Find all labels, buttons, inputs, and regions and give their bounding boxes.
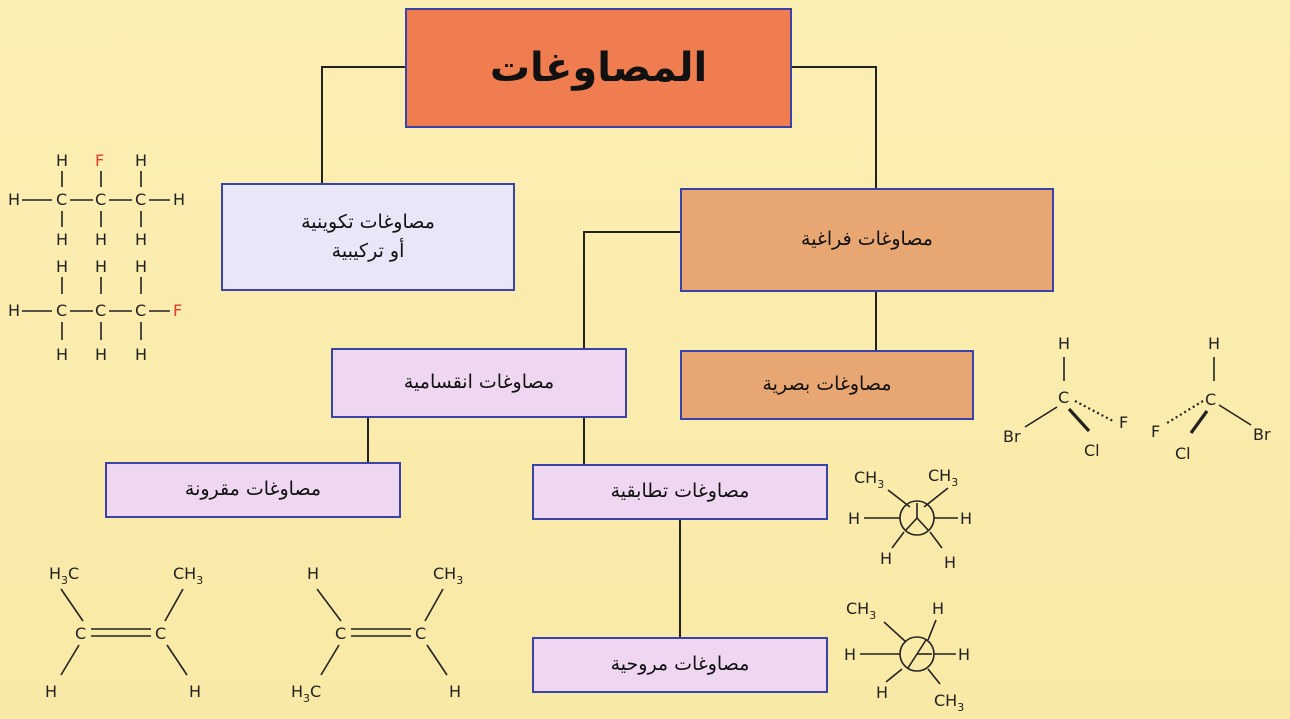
atom-f: F (1119, 413, 1128, 432)
link-root-spatial (792, 66, 877, 188)
atom-f: F (1151, 422, 1160, 441)
atom-ch3: CH3 (854, 468, 884, 491)
cis-trans-isomers-box: مصاوغات مقرونة (105, 462, 401, 518)
atom-c: C (135, 301, 146, 320)
root-title: المصاوغات (489, 45, 708, 91)
atom-c: C (155, 624, 166, 643)
atom-h3c: H3C (291, 682, 321, 705)
atom-h: H (56, 345, 68, 364)
atom-ch3: CH3 (433, 564, 463, 587)
atom-h: H (135, 345, 147, 364)
structure-cis-alkene: H3C CH3 C C H H (45, 564, 203, 701)
conformational-isomers-box: مصاوغات تطابقية (532, 464, 828, 520)
atom-h: H (8, 301, 20, 320)
cis-trans-label: مصاوغات مقرونة (184, 478, 322, 501)
atom-h: H (960, 509, 972, 528)
optical-isomers-box: مصاوغات بصرية (680, 350, 974, 420)
atom-h: H (56, 151, 68, 170)
geometric-label: مصاوغات انقسامية (403, 371, 555, 394)
atom-c: C (56, 301, 67, 320)
atom-h: H (848, 509, 860, 528)
newman-label: مصاوغات مروحية (610, 653, 750, 676)
atom-c: C (135, 190, 146, 209)
atom-br: Br (1003, 427, 1021, 446)
structure-2-fluoropropane: H F H H C C C H H H H (8, 151, 185, 249)
structure-trans-alkene: H CH3 C C H3C H (291, 564, 463, 705)
atom-c: C (1205, 390, 1216, 409)
atom-c: C (95, 190, 106, 209)
atom-h: H (932, 599, 944, 618)
link-root-constitutional (321, 66, 405, 183)
newman-projection-staggered: CH3 H H H H CH3 (844, 599, 970, 714)
atom-f: F (173, 301, 182, 320)
newman-isomers-box: مصاوغات مروحية (532, 637, 828, 693)
atom-ch3: CH3 (173, 564, 203, 587)
atom-c: C (56, 190, 67, 209)
root-isomers-box: المصاوغات (405, 8, 792, 128)
atom-h: H (1058, 334, 1070, 353)
atom-h: H (880, 549, 892, 568)
atom-h: H (958, 645, 970, 664)
atom-cl: Cl (1084, 441, 1100, 460)
atom-cl: Cl (1175, 444, 1191, 463)
atom-ch3: CH3 (846, 599, 876, 622)
atom-c: C (95, 301, 106, 320)
atom-ch3: CH3 (928, 466, 958, 489)
atom-h: H (135, 230, 147, 249)
atom-h3c: H3C (49, 564, 79, 587)
atom-c: C (415, 624, 426, 643)
atom-ch3: CH3 (934, 691, 964, 714)
constitutional-line-2: أو تركيبية (331, 240, 405, 262)
atom-h: H (56, 230, 68, 249)
atom-h: H (95, 345, 107, 364)
atom-h: H (1208, 334, 1220, 353)
link-spatial-geometric (583, 231, 680, 348)
atom-h: H (449, 682, 461, 701)
spatial-label: مصاوغات فراغية (801, 228, 933, 251)
atom-h: H (135, 257, 147, 276)
optical-label: مصاوغات بصرية (762, 373, 892, 396)
geometric-isomers-box: مصاوغات انقسامية (331, 348, 627, 418)
atom-h: H (56, 257, 68, 276)
atom-h: H (8, 190, 20, 209)
atom-h: H (944, 553, 956, 572)
conformational-label: مصاوغات تطابقية (610, 480, 750, 503)
newman-projection-eclipsed: CH3 CH3 H H H H (848, 466, 972, 572)
spatial-isomers-box: مصاوغات فراغية (680, 188, 1054, 292)
constitutional-line-1: مصاوغات تكوينية (301, 210, 435, 233)
constitutional-isomers-box: مصاوغات تكوينية أو تركيبية (221, 183, 515, 291)
atom-h: H (844, 645, 856, 664)
atom-h: H (189, 682, 201, 701)
atom-c: C (75, 624, 86, 643)
atom-h: H (876, 683, 888, 702)
atom-br: Br (1253, 425, 1271, 444)
atom-f: F (95, 151, 104, 170)
structure-enantiomers: H C Br F Cl H C Br F Cl (1003, 334, 1271, 463)
atom-h: H (95, 230, 107, 249)
atom-h: H (135, 151, 147, 170)
atom-c: C (1058, 388, 1069, 407)
atom-h: H (45, 682, 57, 701)
structure-1-fluoropropane: H H H H C C C F H H H (8, 257, 182, 364)
atom-h: H (173, 190, 185, 209)
atom-h: H (95, 257, 107, 276)
atom-h: H (307, 564, 319, 583)
atom-c: C (335, 624, 346, 643)
